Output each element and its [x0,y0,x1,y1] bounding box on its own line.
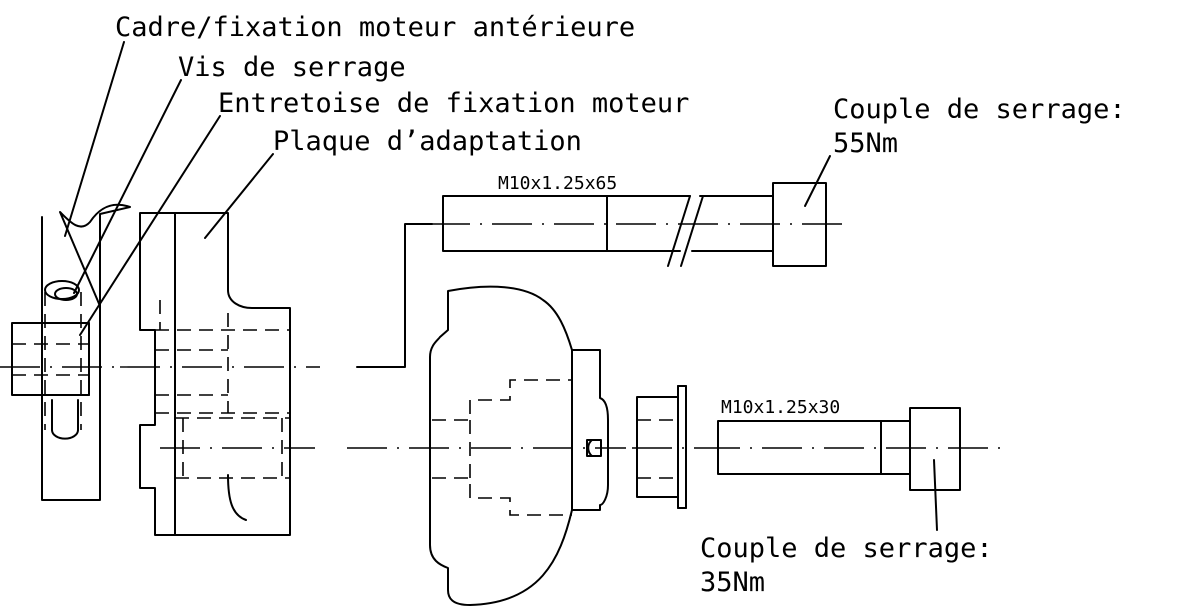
bolt-connection-line [356,223,433,368]
label-bolt-long: M10x1.25x65 [498,173,617,194]
short-bolt [700,407,1000,491]
flange-washer [632,385,700,509]
label-spacer: Entretoise de fixation moteur [218,88,689,119]
adaptation-plate-part [120,212,320,536]
label-torque-top-line1: Couple de serrage: [833,94,1126,125]
label-bolt-short: M10x1.25x30 [721,397,840,418]
motor-body [347,285,626,606]
leader-lines [64,41,938,531]
label-torque-bottom-line1: Couple de serrage: [700,533,993,564]
label-torque-bottom-line2: 35Nm [700,567,765,598]
label-frame: Cadre/fixation moteur antérieure [115,12,635,43]
frame-part [41,203,131,501]
label-plate: Plaque d’adaptation [273,126,582,157]
label-torque-top-line2: 55Nm [833,128,898,159]
long-bolt [430,182,848,267]
label-screw: Vis de serrage [178,52,406,83]
spacer-part [0,315,115,405]
